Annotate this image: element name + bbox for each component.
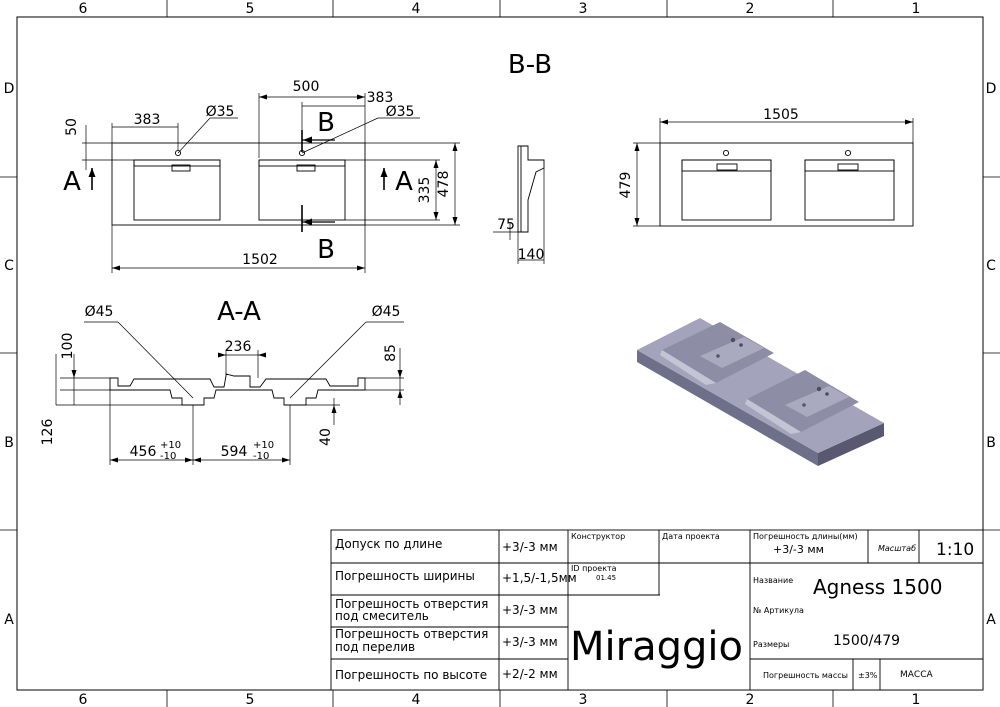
frame-letter-right: C	[986, 258, 996, 274]
dim-1505: 1505	[763, 107, 799, 123]
tol-row-4-label-2: под перелив	[335, 640, 415, 654]
scale-label: Масштаб	[878, 544, 916, 553]
product-name: Agness 1500	[813, 575, 942, 599]
side-view	[493, 145, 545, 264]
article-label: № Артикула	[753, 606, 804, 615]
dim-500: 500	[293, 79, 320, 95]
scale-value: 1:10	[936, 540, 974, 560]
tol-row-4-value: +3/-3 мм	[502, 635, 558, 649]
frame-number-bottom: 2	[746, 692, 755, 707]
designer-label: Конструктор	[571, 532, 625, 541]
frame-number-bottom: 5	[246, 692, 255, 707]
frame-letter-left: C	[4, 258, 14, 274]
dim-456: 456	[130, 444, 157, 460]
top-view	[82, 93, 460, 273]
tol-row-1-value: +3/-3 мм	[502, 540, 558, 554]
project-id-value: 01.45	[596, 574, 616, 582]
dim-478: 478	[436, 171, 452, 198]
tol-row-3-label-2: под смеситель	[335, 609, 429, 623]
frame-number-bottom: 6	[79, 692, 88, 707]
dim-100: 100	[60, 333, 76, 360]
mass-tol-value: ±3%	[858, 671, 878, 680]
dim-479: 479	[618, 172, 634, 199]
dim-75: 75	[497, 217, 515, 233]
tol-row-4-label: Погрешность отверстия	[335, 627, 488, 641]
tol-row-5-label: Погрешность по высоте	[335, 668, 487, 682]
dim-456-tol-plus: +10	[160, 440, 181, 451]
frame-letter-left: B	[4, 435, 14, 451]
length-tol-value: +3/-3 мм	[773, 543, 824, 556]
frame-number-top: 5	[246, 1, 255, 17]
section-title-aa: A-A	[217, 297, 261, 327]
front-view	[633, 118, 914, 227]
product-3d-render	[637, 318, 884, 466]
section-marker-b-top: B	[317, 108, 335, 138]
tol-row-2-label: Погрешность ширины	[335, 569, 475, 583]
dim-40: 40	[318, 428, 334, 446]
dim-594: 594	[221, 444, 248, 460]
tol-row-1-label: Допуск по длине	[335, 537, 442, 551]
frame-letter-right: D	[986, 81, 997, 97]
title-block	[330, 529, 984, 691]
frame-number-top: 4	[412, 1, 421, 17]
frame-number-top: 2	[746, 1, 755, 17]
top-view-arrowheads	[88, 94, 458, 271]
dim-236: 236	[225, 339, 252, 355]
dim-383-right: 383	[367, 90, 394, 106]
frame-letter-right: A	[986, 612, 996, 628]
section-aa-arrowheads	[71, 352, 403, 463]
mass-tol-label: Погрешность массы	[763, 671, 848, 680]
dim-1502: 1502	[242, 252, 278, 268]
frame-number-bottom: 4	[412, 692, 421, 707]
dim-383-left: 383	[134, 112, 161, 128]
section-marker-b-bottom: B	[317, 235, 335, 265]
frame-number-top: 1	[912, 1, 921, 17]
dim-50: 50	[64, 118, 80, 136]
sizes-label: Размеры	[753, 640, 789, 649]
dim-hole-aa-left: Ø45	[85, 304, 114, 320]
project-id-label: ID проекта	[571, 564, 617, 573]
tol-row-3-value: +3/-3 мм	[502, 603, 558, 617]
dim-hole-left: Ø35	[206, 104, 235, 120]
dim-594-tol-plus: +10	[253, 440, 274, 451]
frame-number-top: 3	[579, 1, 588, 17]
date-label: Дата проекта	[662, 532, 720, 541]
length-tol-label: Погрешность длины(мм)	[753, 532, 858, 541]
dim-140: 140	[518, 247, 545, 263]
dim-hole-right: Ø35	[386, 104, 415, 120]
dim-456-tol-minus: -10	[160, 451, 176, 462]
tol-row-5-value: +2/-2 мм	[502, 667, 558, 681]
section-marker-a-left: A	[63, 167, 81, 197]
brand-name: Miraggio	[570, 624, 743, 670]
name-label: Название	[753, 576, 793, 585]
dim-594-tol-minus: -10	[253, 451, 269, 462]
tol-row-3-label: Погрешность отверстия	[335, 597, 488, 611]
dim-335: 335	[417, 177, 433, 204]
tol-row-2-value: +1,5/-1,5мм	[502, 571, 577, 585]
section-title-bb: B-B	[508, 50, 552, 80]
section-marker-a-right: A	[395, 167, 413, 197]
product-sizes: 1500/479	[833, 633, 900, 649]
frame-letter-left: D	[4, 81, 15, 97]
frame-number-top: 6	[79, 1, 88, 17]
mass-label: МАССА	[900, 670, 933, 680]
dim-85: 85	[383, 344, 399, 362]
frame-number-bottom: 3	[579, 692, 588, 707]
dim-hole-aa-right: Ø45	[372, 304, 401, 320]
dim-126: 126	[40, 419, 56, 446]
frame-letter-left: A	[4, 612, 14, 628]
frame-number-bottom: 1	[912, 692, 921, 707]
frame-letter-right: B	[986, 435, 996, 451]
